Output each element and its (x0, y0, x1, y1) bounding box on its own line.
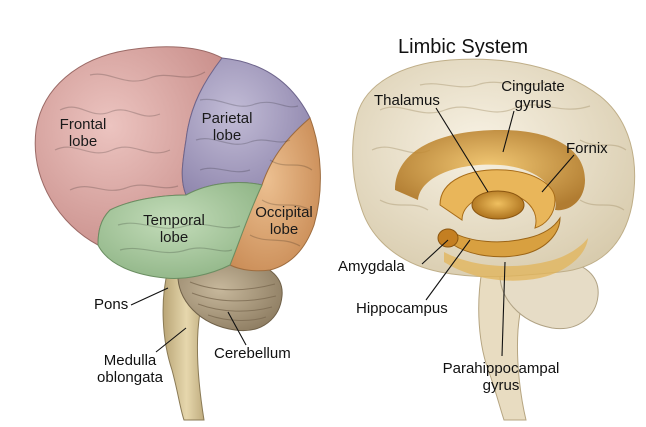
label-occipital-lobe: Occipital lobe (255, 204, 313, 238)
temporal-lobe-shape (97, 181, 263, 279)
right-brain (352, 58, 636, 421)
label-parietal-lobe: Parietal lobe (201, 110, 253, 144)
label-pons: Pons (94, 296, 129, 313)
left-brain (34, 46, 321, 421)
label-cingulate-gyrus: Cingulate gyrus (501, 78, 565, 112)
parahippocampal-gyrus-shape (444, 238, 588, 281)
thalamus-shape (471, 190, 525, 220)
label-parahippocampal-gyrus: Parahippocampal gyrus (442, 360, 560, 394)
cingulate-gyrus-shape (395, 130, 585, 211)
occipital-lobe-shape (229, 117, 321, 272)
amygdala-shape (437, 228, 459, 248)
limbic-cortex-shape (352, 58, 636, 278)
label-temporal-lobe: Temporal lobe (143, 212, 205, 246)
label-medulla-oblongata: Medulla oblongata (97, 352, 163, 386)
leader-lines (130, 107, 575, 357)
label-cerebellum: Cerebellum (214, 345, 291, 362)
label-fornix: Fornix (566, 140, 608, 157)
label-hippocampus: Hippocampus (356, 300, 448, 317)
label-thalamus: Thalamus (374, 92, 440, 109)
hippocampus-shape (451, 216, 561, 258)
label-amygdala: Amygdala (338, 258, 405, 275)
diagram-title: Limbic System (398, 36, 529, 58)
label-frontal-lobe: Frontal lobe (59, 116, 107, 150)
